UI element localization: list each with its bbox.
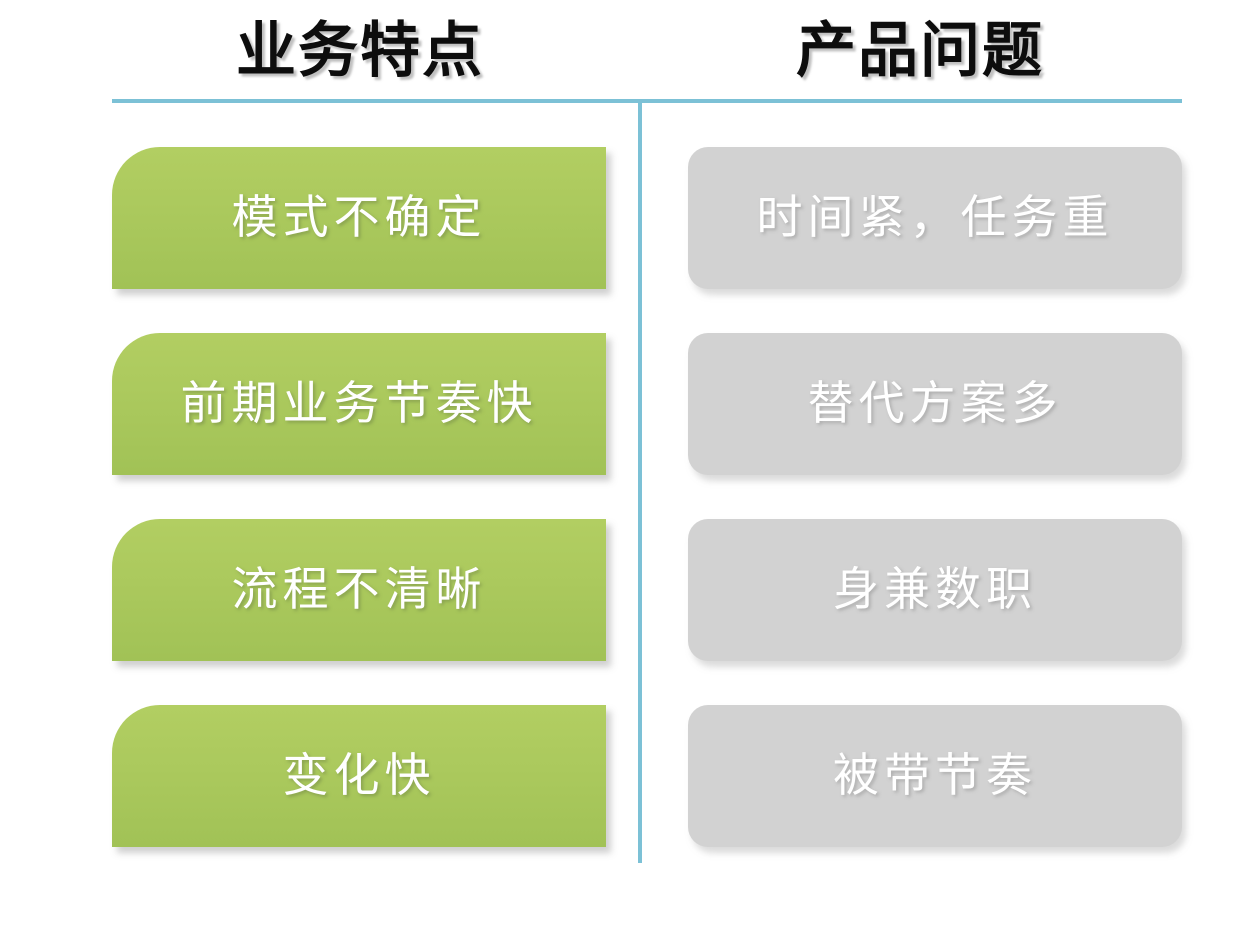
- card-label: 身兼数职: [833, 564, 1037, 615]
- list-item[interactable]: 时间紧，任务重: [688, 147, 1182, 289]
- horizontal-divider: [112, 99, 1182, 103]
- list-item[interactable]: 流程不清晰: [112, 519, 606, 661]
- list-item[interactable]: 被带节奏: [688, 705, 1182, 847]
- card-label: 替代方案多: [807, 378, 1063, 429]
- card-label: 被带节奏: [833, 750, 1037, 801]
- card-label: 变化快: [282, 750, 436, 801]
- list-item[interactable]: 前期业务节奏快: [112, 333, 606, 475]
- card-label: 时间紧，任务重: [756, 192, 1114, 243]
- list-item[interactable]: 身兼数职: [688, 519, 1182, 661]
- card-label: 前期业务节奏快: [180, 378, 538, 429]
- column-product-problems: 时间紧，任务重 替代方案多 身兼数职 被带节奏: [688, 147, 1182, 847]
- list-item[interactable]: 模式不确定: [112, 147, 606, 289]
- card-label: 模式不确定: [231, 192, 487, 243]
- card-label: 流程不清晰: [231, 564, 487, 615]
- page-title-left: 业务特点: [236, 18, 484, 84]
- vertical-divider: [638, 103, 642, 863]
- column-business-characteristics: 模式不确定 前期业务节奏快 流程不清晰 变化快: [112, 147, 606, 847]
- list-item[interactable]: 变化快: [112, 705, 606, 847]
- page-title-right: 产品问题: [796, 18, 1044, 84]
- list-item[interactable]: 替代方案多: [688, 333, 1182, 475]
